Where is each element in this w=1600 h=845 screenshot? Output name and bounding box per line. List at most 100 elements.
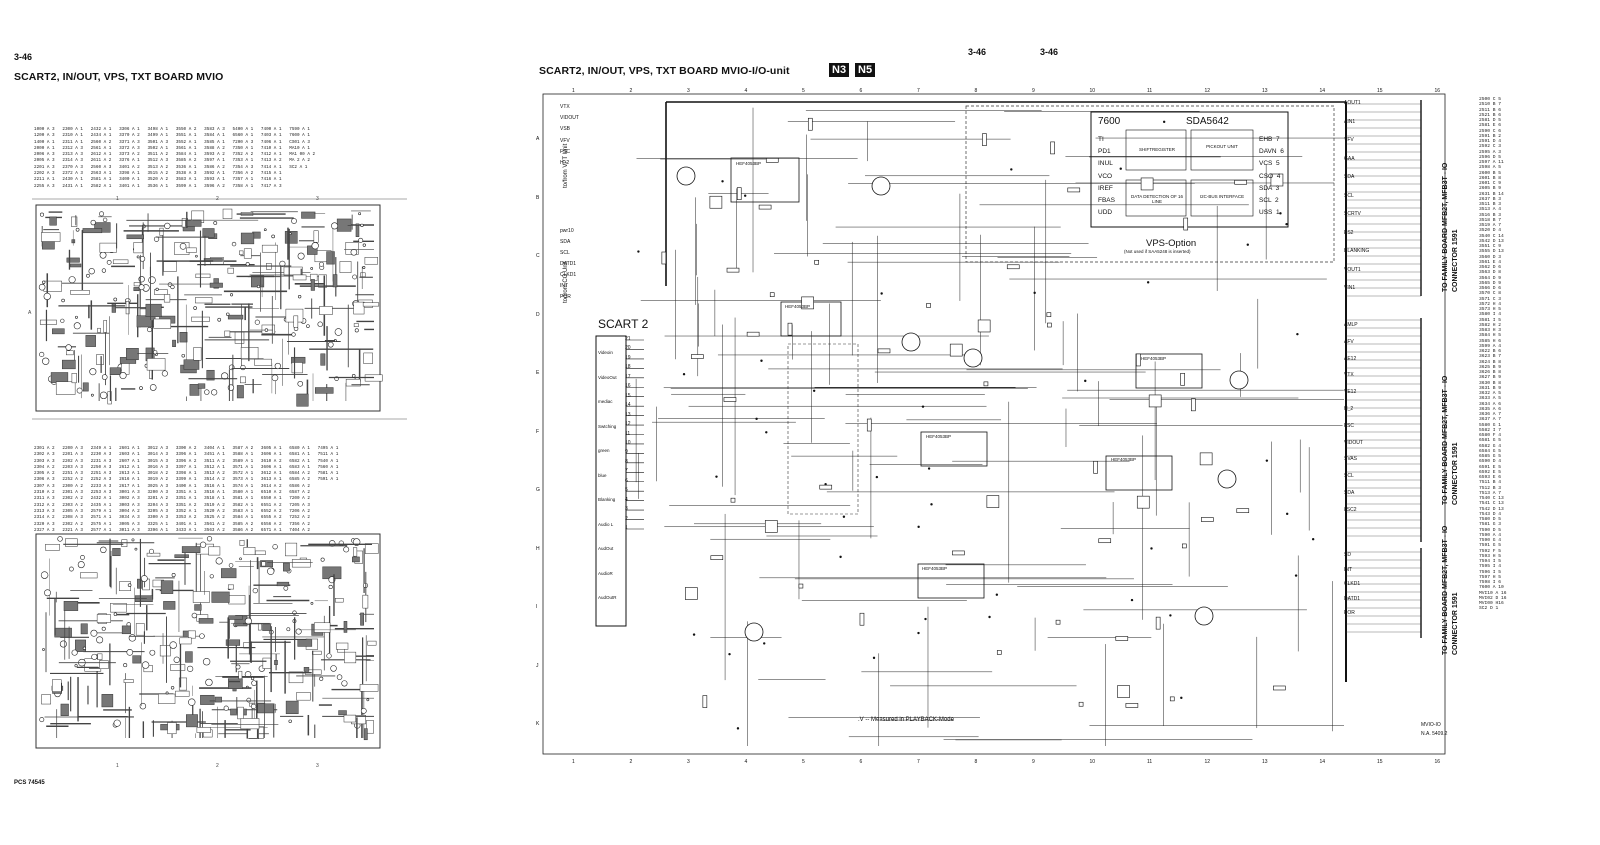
left-group-co: to/from CO Unit: [563, 261, 569, 303]
side-index-row: 7540 C 13: [1479, 496, 1504, 501]
right-signal: DATD1: [1344, 595, 1361, 602]
drawing-id-2: N.A. 5409.2: [1421, 731, 1448, 737]
vps-block-i2c: I2C-BUS INTERFACE: [1199, 194, 1245, 199]
grid-row-label: J: [536, 662, 539, 669]
grid-col-label: 16: [1434, 88, 1441, 94]
side-index-row: 5580 G 1: [1479, 422, 1502, 428]
side-index-row: 3560 D 3: [1479, 254, 1502, 260]
side-index-row: 6581 G 5: [1479, 438, 1502, 444]
side-index-row: 3625 B 9: [1479, 364, 1502, 370]
right-page-title: SCART2, IN/OUT, VPS, TXT BOARD MVIO-I/O-…: [539, 65, 790, 77]
left-signal: H_2: [560, 160, 570, 166]
side-index-row: 7594 I 5: [1479, 559, 1502, 564]
right-signal: SCRTV: [1344, 211, 1361, 217]
grid-col-label: 1: [572, 759, 575, 765]
side-index-row: 2500 C 5: [1479, 97, 1502, 102]
side-index-row: 3631 B 9: [1479, 385, 1502, 391]
side-index-row: 3513 A 4: [1479, 207, 1502, 213]
side-index-row: 3582 H 2: [1479, 322, 1502, 328]
side-index-row: 3519 A 7: [1479, 223, 1502, 228]
pcb-bottom-col-2: 2: [216, 763, 219, 769]
vps-pin-left: FBAS: [1098, 197, 1115, 204]
index-row: 2310 A 2 2301 A 3 2253 A 3 3001 A 3 3200…: [34, 490, 310, 496]
scart-pin: 15: [625, 392, 631, 399]
right-signal: VIDOUT: [1344, 439, 1363, 446]
index-row: 2307 A 3 2300 A 2 2233 A 3 2617 A 1 3025…: [34, 483, 310, 489]
grid-row-label: D: [536, 311, 540, 318]
side-index-row: MVI10 A 16: [1479, 590, 1507, 596]
side-index-row: 3565 D 9: [1479, 280, 1502, 286]
grid-col-label: 11: [1147, 759, 1153, 765]
side-index-row: MVI02 D 16: [1479, 595, 1507, 601]
grid-col-label: 10: [1089, 759, 1096, 765]
side-index-row: 3511 B 3: [1479, 202, 1502, 207]
grid-col-label: 11: [1147, 88, 1153, 94]
side-index-row: 2595 A 3: [1479, 149, 1502, 155]
drawing-id-1: MVIO-IO: [1421, 722, 1441, 728]
grid-col-label: 14: [1319, 88, 1326, 94]
side-index-row: 7512 B 3: [1479, 485, 1502, 491]
side-index-row: 7543 D 4: [1479, 511, 1502, 517]
left-signal: CLKD1: [560, 272, 577, 278]
scart-pin: 9: [625, 449, 628, 456]
left-signal: VIDOUT: [560, 115, 579, 122]
side-index-row: 7542 D 13: [1479, 506, 1504, 512]
side-index-row: 3518 B 7: [1479, 217, 1502, 223]
grid-col-label: 8: [974, 759, 978, 765]
side-index-row: 2581 E 6: [1479, 123, 1502, 129]
grid-col-label: 15: [1377, 759, 1383, 765]
grid-col-label: 5: [802, 759, 805, 765]
right-signal: H_2: [1344, 406, 1354, 412]
side-index-row: 3634 A 6: [1479, 401, 1502, 407]
left-signal: VTX: [560, 104, 570, 110]
side-index-row: 2601 C 9: [1479, 181, 1502, 186]
side-index-row: 3583 H 3: [1479, 328, 1502, 333]
side-index-row: 3555 D 13: [1479, 249, 1504, 255]
side-index-row: 3580 I 4: [1479, 312, 1502, 318]
side-index-row: 2631 B 14: [1479, 191, 1504, 197]
right-signal: AE12: [1344, 355, 1357, 362]
connector-caption-3b: CONNECTOR 1591: [1452, 592, 1459, 655]
side-index-row: 7592 F 5: [1479, 548, 1502, 554]
side-index-row: 3551 C 9: [1479, 244, 1502, 249]
index-row: 2305 A 2 2251 A 3 2251 A 3 2613 A 1 3018…: [34, 471, 339, 477]
scart-signal: AudOut: [598, 546, 614, 551]
side-index-row: 2598 A 5: [1479, 165, 1502, 171]
right-signal: VTX: [1344, 372, 1354, 379]
ic-label-7594: HEF4053BP: [922, 566, 948, 571]
connector-caption-1: TO FAMILY BOARD MFB2T, MFB3T - IO: [1442, 162, 1449, 292]
scart-pin: 1: [625, 525, 628, 531]
grid-col-label: 4: [744, 88, 748, 94]
badge-n3: N3: [829, 63, 850, 77]
side-index-row: 3636 A 7: [1479, 412, 1502, 417]
side-index-row: 7595 I 4: [1479, 564, 1502, 570]
grid-col-label: 3: [687, 88, 690, 94]
grid-col-label: 6: [859, 759, 863, 765]
right-signal: SDA: [1344, 174, 1355, 180]
pcb-bottom-col-1: 1: [116, 763, 119, 769]
index-row: 2313 A 3 2305 A 3 2579 A 1 3004 A 2 3205…: [34, 508, 310, 514]
side-index-row: 3637 A 7: [1479, 417, 1502, 423]
side-index-row: 3624 B 8: [1479, 359, 1502, 365]
side-index-row: 7541 C 13: [1479, 501, 1504, 507]
scart-pin: 3: [625, 506, 628, 513]
right-signal: ES2: [1344, 229, 1354, 236]
grid-col-label: 12: [1204, 88, 1211, 94]
right-signal: BLANKING: [1344, 248, 1370, 254]
pcb-top-col-2: 2: [216, 196, 219, 202]
index-row: 2202 A 3 2372 A 3 2563 A 1 3398 A 1 3515…: [34, 171, 282, 177]
side-index-row: 3520 D 4: [1479, 228, 1502, 234]
grid-col-label: 2: [629, 88, 633, 94]
grid-row-label: E: [536, 370, 540, 376]
left-signal: FSC: [560, 148, 570, 155]
scart-pin: 18: [625, 364, 631, 371]
index-row: 2201 A 3 2370 A 3 2560 A 3 3401 A 2 3513…: [34, 164, 308, 170]
index-row: 2327 A 3 2321 A 3 2577 A 1 3011 A 3 3396…: [34, 527, 310, 533]
side-index-row: 3626 B 8: [1479, 370, 1502, 375]
grid-row-label: A: [536, 136, 540, 142]
side-index-row: 7581 G 3: [1479, 522, 1502, 528]
side-index-row: 2521 B 6: [1479, 112, 1502, 118]
